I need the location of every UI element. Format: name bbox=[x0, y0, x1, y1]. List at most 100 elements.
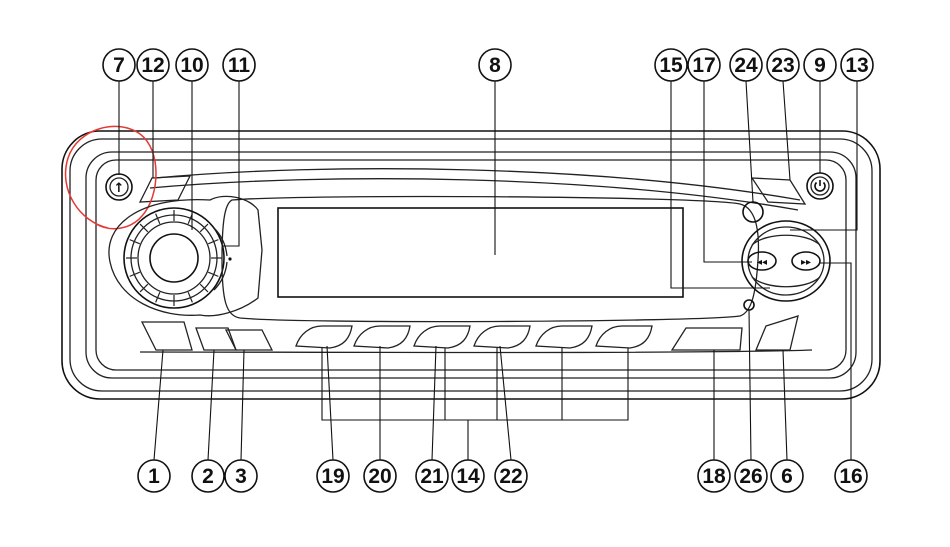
top-trim bbox=[154, 168, 801, 201]
button-23[interactable] bbox=[750, 177, 807, 205]
nav-up-segment[interactable] bbox=[751, 234, 821, 246]
knob-tick bbox=[155, 291, 161, 303]
callout-22: 22 bbox=[494, 459, 528, 493]
nav-pad[interactable]: ◂◂ ▸▸ bbox=[741, 220, 831, 302]
lcd-display bbox=[277, 207, 684, 298]
button-1[interactable] bbox=[140, 321, 193, 351]
bezel bbox=[85, 151, 857, 379]
prev-button[interactable] bbox=[747, 251, 777, 271]
top-callouts: 7 12 10 11 8 15 17 24 23 9 13 bbox=[102, 48, 874, 82]
svg-text:22: 22 bbox=[499, 465, 522, 488]
faceplate bbox=[61, 130, 881, 400]
svg-text:17: 17 bbox=[692, 54, 715, 77]
svg-text:23: 23 bbox=[771, 54, 794, 77]
callout-7: 7 bbox=[102, 48, 136, 82]
svg-text:15: 15 bbox=[659, 54, 683, 77]
knob-tick bbox=[207, 271, 219, 277]
knob-grip-ticks bbox=[126, 210, 222, 306]
volume-knob[interactable] bbox=[108, 195, 263, 317]
bottom-buttons bbox=[140, 315, 799, 351]
callout-23: 23 bbox=[766, 48, 800, 82]
svg-text:16: 16 bbox=[839, 465, 862, 488]
prev-track-icon: ◂◂ bbox=[757, 257, 767, 268]
callout-6: 6 bbox=[770, 459, 804, 493]
preset-6[interactable] bbox=[595, 325, 653, 349]
knob-tick bbox=[129, 271, 141, 277]
bottom-callouts: 1 2 3 19 20 21 14 22 18 26 6 16 bbox=[137, 459, 868, 493]
preset-5[interactable] bbox=[535, 325, 593, 349]
svg-text:11: 11 bbox=[228, 54, 251, 77]
callout-20: 20 bbox=[363, 459, 397, 493]
outer-frame bbox=[61, 130, 881, 400]
callout-15: 15 bbox=[654, 48, 688, 82]
callout-12: 12 bbox=[136, 48, 170, 82]
preset-4[interactable] bbox=[473, 325, 531, 349]
preset-2[interactable] bbox=[353, 325, 411, 349]
bottom-trim bbox=[139, 349, 813, 354]
callout-8: 8 bbox=[478, 48, 512, 82]
callout-3: 3 bbox=[224, 459, 258, 493]
knob-housing bbox=[108, 195, 263, 317]
release-arrow-icon: ↑ bbox=[114, 181, 125, 196]
callout-1: 1 bbox=[137, 459, 171, 493]
svg-text:1: 1 bbox=[148, 465, 160, 488]
display-panel bbox=[221, 195, 760, 323]
nav-down-segment[interactable] bbox=[751, 276, 821, 288]
svg-text:24: 24 bbox=[734, 54, 758, 77]
svg-text:18: 18 bbox=[702, 465, 726, 488]
annotation-circle bbox=[64, 125, 157, 230]
power-button[interactable] bbox=[806, 172, 834, 200]
callout-21: 21 bbox=[415, 459, 449, 493]
button-3[interactable] bbox=[224, 329, 274, 351]
callout-18: 18 bbox=[697, 459, 731, 493]
button-6[interactable] bbox=[755, 315, 799, 351]
power-icon bbox=[814, 180, 826, 192]
callout-14: 14 bbox=[451, 459, 485, 493]
knob-tick bbox=[139, 223, 149, 233]
svg-text:13: 13 bbox=[845, 54, 868, 77]
release-button[interactable]: ↑ bbox=[105, 173, 133, 201]
knob-tick bbox=[207, 239, 219, 245]
knob-arc-up bbox=[213, 227, 228, 257]
svg-text:10: 10 bbox=[180, 54, 203, 77]
callout-24: 24 bbox=[729, 48, 763, 82]
leader-lines bbox=[118, 80, 858, 461]
button-24[interactable] bbox=[742, 201, 764, 223]
knob-tick bbox=[187, 291, 193, 303]
callout-26: 26 bbox=[734, 459, 768, 493]
svg-text:19: 19 bbox=[321, 465, 344, 488]
preset-1[interactable] bbox=[295, 325, 353, 349]
callout-17: 17 bbox=[687, 48, 721, 82]
outer-frame-inner bbox=[69, 138, 873, 392]
callout-16: 16 bbox=[834, 459, 868, 493]
svg-text:3: 3 bbox=[235, 465, 247, 488]
svg-text:2: 2 bbox=[202, 465, 214, 488]
callout-13: 13 bbox=[840, 48, 874, 82]
svg-text:20: 20 bbox=[368, 465, 391, 488]
knob-arc-down bbox=[213, 261, 228, 291]
callout-9: 9 bbox=[803, 48, 837, 82]
bezel-inner bbox=[95, 159, 847, 371]
svg-text:21: 21 bbox=[420, 465, 444, 488]
svg-text:6: 6 bbox=[781, 465, 793, 488]
callout-2: 2 bbox=[191, 459, 225, 493]
next-button[interactable] bbox=[791, 251, 821, 271]
svg-text:8: 8 bbox=[489, 54, 501, 77]
button-12[interactable] bbox=[138, 175, 192, 203]
svg-text:9: 9 bbox=[814, 54, 826, 77]
knob-tick bbox=[199, 283, 209, 293]
knob-tick bbox=[129, 239, 141, 245]
preset-3[interactable] bbox=[413, 325, 471, 349]
next-track-icon: ▸▸ bbox=[801, 257, 811, 268]
button-18[interactable] bbox=[670, 327, 743, 351]
svg-text:7: 7 bbox=[113, 54, 125, 77]
knob-tick bbox=[139, 283, 149, 293]
knob-tick bbox=[155, 213, 161, 225]
knob-tick bbox=[199, 223, 209, 233]
callout-10: 10 bbox=[175, 48, 209, 82]
svg-text:26: 26 bbox=[739, 465, 762, 488]
callout-11: 11 bbox=[222, 48, 256, 82]
svg-text:12: 12 bbox=[141, 54, 164, 77]
svg-text:14: 14 bbox=[456, 465, 480, 488]
